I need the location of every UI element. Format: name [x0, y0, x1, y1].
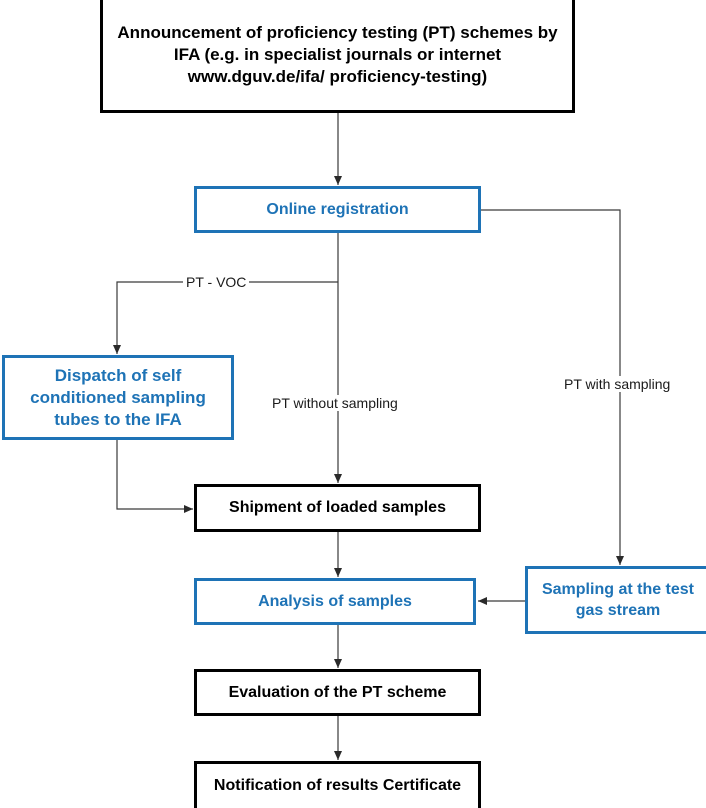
- node-notification: Notification of results Certificate: [194, 761, 481, 808]
- edge-label-pt-without-sampling: PT without sampling: [269, 395, 401, 411]
- edge-label-pt-voc: PT - VOC: [183, 274, 250, 290]
- node-announcement-text: Announcement of proficiency testing (PT)…: [117, 23, 558, 86]
- node-analysis-text: Analysis of samples: [258, 592, 412, 610]
- edge-registration-to-sampling: [481, 209, 624, 565]
- edge-label-pt-with-sampling: PT with sampling: [561, 376, 674, 392]
- node-online-registration: Online registration: [194, 186, 481, 233]
- node-shipment-text: Shipment of loaded samples: [229, 499, 446, 516]
- node-sampling-text: Sampling at the test gas stream: [541, 581, 695, 619]
- node-dispatch-text: Dispatch of self conditioned sampling tu…: [30, 365, 206, 429]
- node-evaluation: Evaluation of the PT scheme: [194, 669, 481, 716]
- node-analysis: Analysis of samples: [194, 578, 476, 625]
- edge-registration-to-dispatch: [113, 281, 338, 354]
- edge-dispatch-to-shipment: [116, 440, 193, 513]
- node-dispatch: Dispatch of self conditioned sampling tu…: [2, 355, 234, 440]
- node-sampling: Sampling at the test gas stream: [525, 566, 706, 634]
- node-announcement: Announcement of proficiency testing (PT)…: [100, 0, 575, 113]
- node-evaluation-text: Evaluation of the PT scheme: [228, 683, 447, 701]
- node-online-registration-text: Online registration: [266, 200, 409, 218]
- node-notification-text: Notification of results Certificate: [213, 777, 462, 794]
- node-shipment: Shipment of loaded samples: [194, 484, 481, 532]
